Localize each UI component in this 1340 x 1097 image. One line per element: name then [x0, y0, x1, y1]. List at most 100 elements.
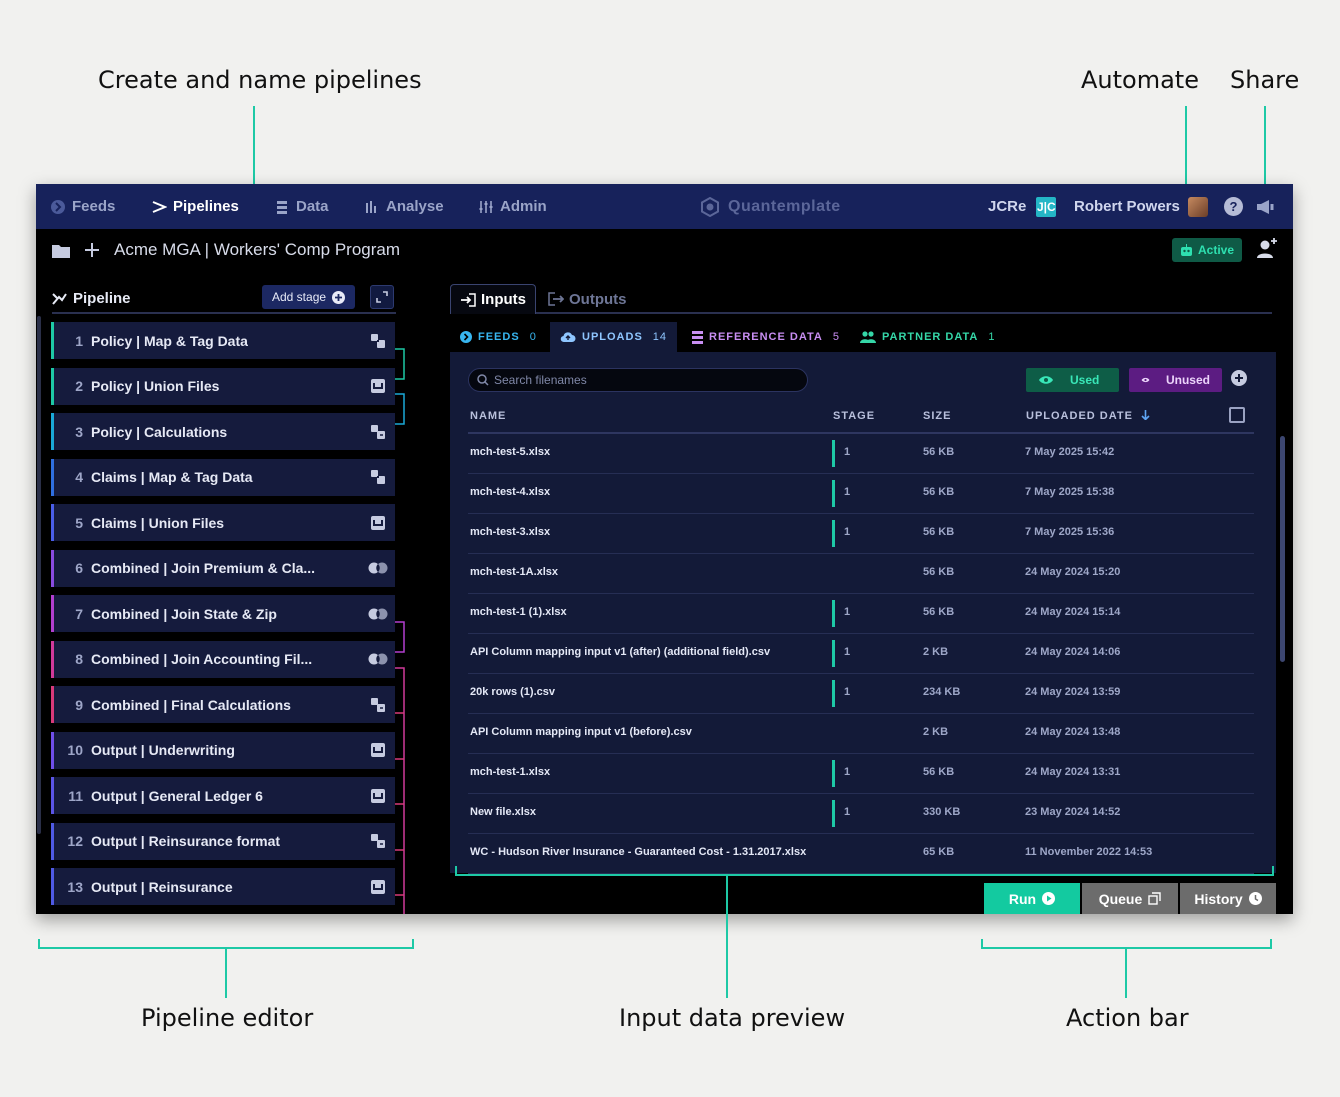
bracket-input-right — [1272, 866, 1274, 876]
nav-analyse[interactable]: Analyse — [364, 184, 444, 229]
nav-admin[interactable]: Admin — [478, 184, 547, 229]
stage-indicator — [832, 640, 835, 667]
column-uploaded-date[interactable]: UPLOADED DATE — [1026, 410, 1150, 422]
pipeline-scrollbar[interactable] — [37, 316, 41, 834]
folder-icon[interactable] — [52, 243, 70, 258]
file-size: 56 KB — [923, 566, 955, 578]
announcements-icon[interactable] — [1254, 196, 1276, 218]
file-name: 20k rows (1).csv — [470, 686, 555, 698]
column-stage[interactable]: STAGE — [833, 410, 876, 422]
pipeline-name[interactable]: Acme MGA | Workers' Comp Program — [114, 240, 401, 259]
tenant-switcher[interactable]: JCRe J|C — [988, 184, 1057, 229]
file-size: 2 KB — [923, 726, 949, 738]
input-data-panel: Search filenames Used Unused NAME STAGE … — [450, 352, 1276, 874]
brand-logo: Quantemplate — [700, 184, 841, 229]
search-input[interactable]: Search filenames — [468, 368, 808, 392]
stage-label: Output | General Ledger 6 — [91, 787, 263, 804]
nav-feeds[interactable]: Feeds — [50, 184, 115, 229]
run-button[interactable]: Run — [984, 883, 1080, 914]
stage-number: 12 — [67, 833, 83, 849]
column-uploaded-date-label: UPLOADED DATE — [1026, 410, 1133, 422]
file-uploaded-date: 7 May 2025 15:36 — [1025, 526, 1115, 538]
add-pipeline-icon[interactable] — [84, 242, 100, 258]
stage-label: Combined | Join Premium & Cla... — [91, 560, 316, 576]
source-tab-feeds[interactable]: FEEDS 0 — [450, 322, 547, 352]
share-user-icon[interactable] — [1255, 236, 1279, 260]
help-icon[interactable]: ? — [1224, 197, 1243, 216]
table-row[interactable]: API Column mapping input v1 (before).csv… — [468, 714, 1254, 754]
source-tab-reference-data[interactable]: REFERENCE DATA 5 — [682, 322, 850, 352]
avatar — [1187, 196, 1208, 217]
queue-label: Queue — [1098, 890, 1143, 907]
file-name: API Column mapping input v1 (before).csv — [470, 726, 692, 738]
user-menu[interactable]: Robert Powers — [1074, 184, 1208, 229]
nav-pipelines[interactable]: Pipelines — [151, 184, 239, 229]
select-all-checkbox[interactable] — [1229, 407, 1245, 423]
nav-analyse-label: Analyse — [386, 198, 444, 215]
pipeline-title-label: Pipeline — [73, 290, 131, 307]
tab-outputs[interactable]: Outputs — [538, 284, 636, 314]
table-row[interactable]: WC - Hudson River Insurance - Guaranteed… — [468, 834, 1254, 874]
column-size[interactable]: SIZE — [923, 410, 952, 422]
queue-button[interactable]: Queue — [1082, 883, 1178, 914]
source-tab-uploads[interactable]: UPLOADS 14 — [550, 322, 678, 352]
callout-input-data-preview: Input data preview — [619, 1004, 846, 1032]
filter-used-toggle[interactable]: Used — [1026, 368, 1119, 392]
table-scrollbar[interactable] — [1280, 436, 1285, 662]
expand-button[interactable] — [370, 285, 394, 309]
column-name[interactable]: NAME — [470, 410, 507, 422]
filter-unused-toggle[interactable]: Unused — [1129, 368, 1222, 392]
nav-feeds-label: Feeds — [72, 198, 116, 215]
nav-admin-label: Admin — [500, 198, 547, 215]
tenant-badge: J|C — [1036, 196, 1057, 217]
search-placeholder: Search filenames — [494, 373, 587, 387]
source-tab-partner-data[interactable]: PARTNER DATA 1 — [850, 322, 1005, 352]
file-size: 56 KB — [923, 606, 955, 618]
stage-number: 3 — [75, 423, 83, 440]
stage-indicator — [832, 520, 835, 547]
file-name: mch-test-1.xlsx — [470, 766, 551, 778]
file-name: New file.xlsx — [470, 806, 537, 818]
outputs-icon — [548, 292, 564, 306]
file-stage: 1 — [844, 766, 851, 778]
pipeline-icon — [52, 293, 67, 305]
union-icon — [361, 515, 395, 530]
table-row[interactable]: API Column mapping input v1 (after) (add… — [468, 634, 1254, 674]
file-uploaded-date: 11 November 2022 14:53 — [1025, 846, 1153, 858]
tab-inputs-label: Inputs — [481, 291, 526, 308]
bracket-action-right — [1270, 939, 1272, 949]
automation-status-badge[interactable]: Active — [1172, 238, 1243, 262]
stage-label: Claims | Union Files — [91, 514, 225, 531]
file-size: 56 KB — [923, 446, 955, 458]
nav-data[interactable]: Data — [274, 184, 329, 229]
file-uploaded-date: 24 May 2024 13:59 — [1025, 686, 1121, 698]
add-filter-icon[interactable] — [1231, 370, 1247, 386]
quantemplate-logo-icon — [701, 196, 719, 217]
tab-inputs[interactable]: Inputs — [450, 284, 536, 314]
file-name: mch-test-5.xlsx — [470, 446, 551, 458]
history-button[interactable]: History — [1180, 883, 1276, 914]
callout-line-share — [1264, 106, 1266, 234]
add-stage-button[interactable]: Add stage — [262, 285, 356, 309]
